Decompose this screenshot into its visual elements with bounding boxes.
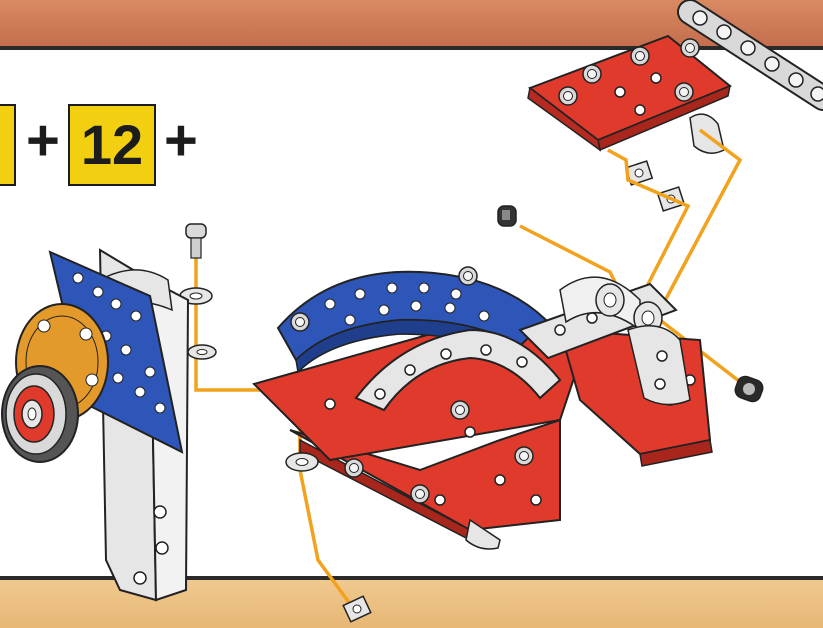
washer xyxy=(286,453,318,471)
screw xyxy=(498,206,516,226)
washer xyxy=(188,345,216,359)
screw xyxy=(186,224,206,258)
wheel-assembly xyxy=(2,250,188,600)
red-bracket-plate xyxy=(528,36,730,153)
